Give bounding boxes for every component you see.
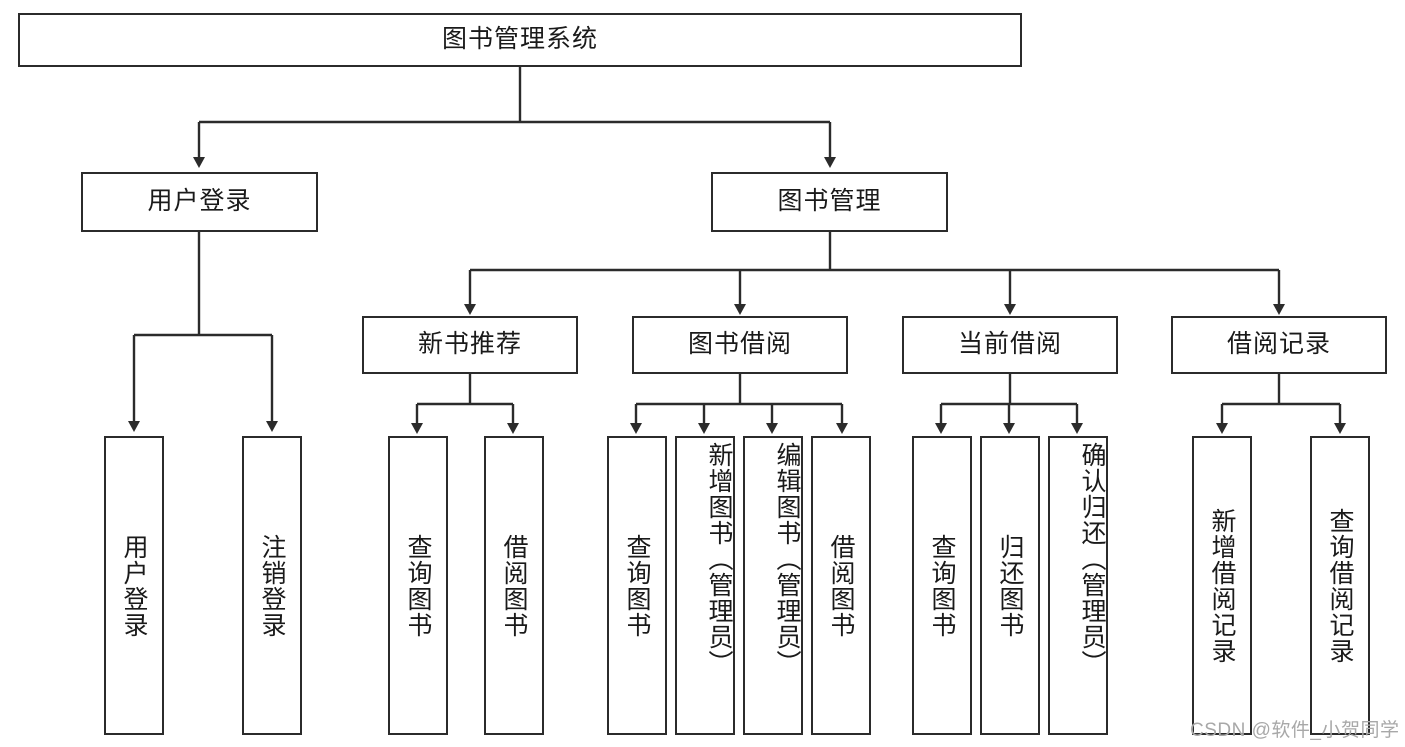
node-label: 查询图书 (928, 533, 956, 638)
node-label: 新增图书（管理员） (705, 442, 733, 676)
node-label: 查询借阅记录 (1326, 507, 1354, 664)
node-label: 借阅记录 (1226, 330, 1331, 359)
node-label: 编辑图书（管理员） (773, 442, 801, 676)
node-label: 确认归还（管理员） (1078, 442, 1106, 676)
node-label: 用户登录 (147, 187, 252, 216)
node-label: 注销登录 (258, 533, 286, 638)
node-label: 归还图书 (996, 533, 1024, 638)
node-label: 借阅图书 (500, 533, 528, 638)
node-leaf-query-book-2[interactable]: 查询图书 (607, 436, 667, 735)
node-current-borrow[interactable]: 当前借阅 (902, 316, 1118, 374)
node-leaf-borrow-book-1[interactable]: 借阅图书 (484, 436, 544, 735)
node-label: 图书管理系统 (441, 25, 598, 54)
node-leaf-query-book-1[interactable]: 查询图书 (388, 436, 448, 735)
node-leaf-return-book[interactable]: 归还图书 (980, 436, 1040, 735)
node-leaf-user-login[interactable]: 用户登录 (104, 436, 164, 735)
node-leaf-add-borrow-record[interactable]: 新增借阅记录 (1192, 436, 1252, 735)
node-label: 用户登录 (120, 533, 148, 638)
node-leaf-confirm-return-admin[interactable]: 确认归还（管理员） (1048, 436, 1108, 735)
node-leaf-add-book-admin[interactable]: 新增图书（管理员） (675, 436, 735, 735)
node-user-login[interactable]: 用户登录 (81, 172, 318, 232)
watermark-text: CSDN @软件_小贺同学 (1190, 720, 1400, 741)
node-label: 图书借阅 (687, 330, 792, 359)
node-leaf-query-book-3[interactable]: 查询图书 (912, 436, 972, 735)
node-book-borrow[interactable]: 图书借阅 (632, 316, 848, 374)
node-label: 新书推荐 (417, 330, 522, 359)
node-label: 查询图书 (623, 533, 651, 638)
node-label: 当前借阅 (957, 330, 1062, 359)
node-leaf-edit-book-admin[interactable]: 编辑图书（管理员） (743, 436, 803, 735)
node-label: 借阅图书 (827, 533, 855, 638)
node-borrow-record[interactable]: 借阅记录 (1171, 316, 1387, 374)
node-new-book-recommend[interactable]: 新书推荐 (362, 316, 578, 374)
node-leaf-borrow-book-2[interactable]: 借阅图书 (811, 436, 871, 735)
node-leaf-logout-login[interactable]: 注销登录 (242, 436, 302, 735)
node-label: 图书管理 (777, 187, 882, 216)
node-book-management[interactable]: 图书管理 (711, 172, 948, 232)
node-root-system[interactable]: 图书管理系统 (18, 13, 1022, 67)
node-label: 查询图书 (404, 533, 432, 638)
node-leaf-query-borrow-record[interactable]: 查询借阅记录 (1310, 436, 1370, 735)
node-label: 新增借阅记录 (1208, 507, 1236, 664)
